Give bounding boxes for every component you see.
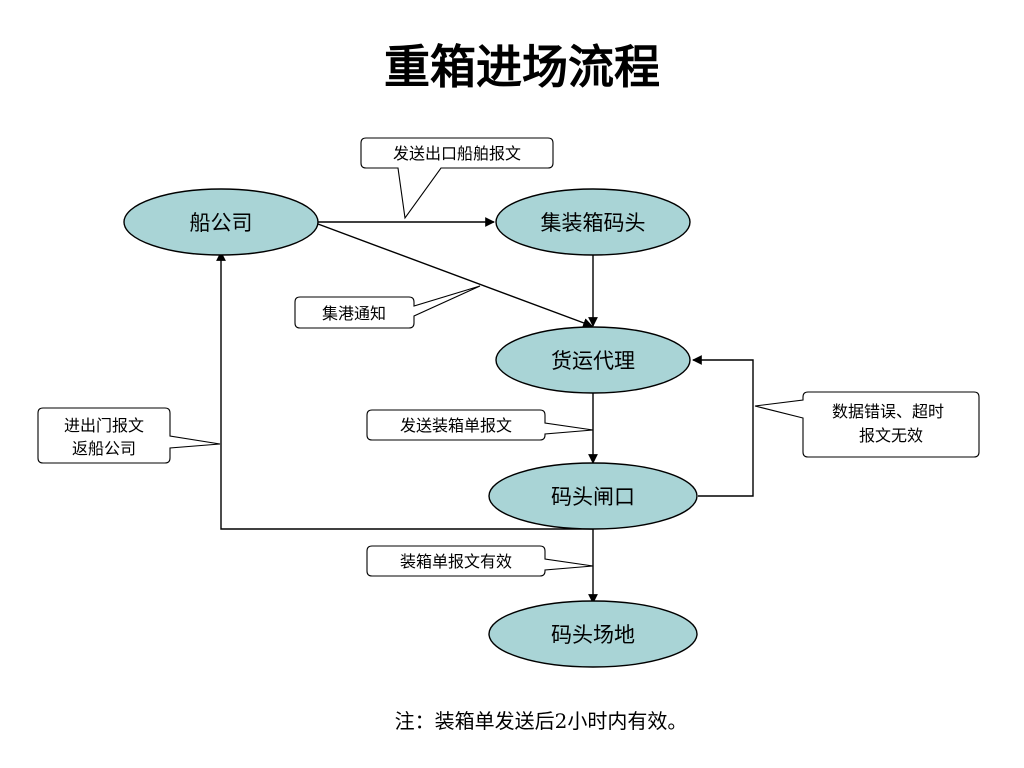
callout-send-packing-list-message: 发送装箱单报文 <box>366 409 594 441</box>
edge-shipping-to-forwarder <box>317 223 593 328</box>
callout-label-line2: 报文无效 <box>859 426 923 445</box>
edge-gate-to-forwarder-feedback <box>692 355 754 497</box>
node-terminal-gate: 码头闸口 <box>488 462 698 530</box>
callout-label: 发送装箱单报文 <box>400 416 512 435</box>
node-label: 码头场地 <box>551 623 635 647</box>
node-container-terminal: 集装箱码头 <box>495 188 691 256</box>
callout-label: 装箱单报文有效 <box>400 552 512 571</box>
callout-error: 数据错误、超时 报文无效 <box>754 391 980 458</box>
node-shipping-company: 船公司 <box>123 188 319 256</box>
callout-label-line2: 返船公司 <box>72 439 136 458</box>
callout-gate-message: 进出门报文 返船公司 <box>37 407 221 464</box>
callout-label-line1: 进出门报文 <box>64 416 144 435</box>
node-label: 码头闸口 <box>551 485 635 509</box>
node-freight-forwarder: 货运代理 <box>495 326 691 394</box>
node-label: 船公司 <box>190 211 253 235</box>
callout-label-line1: 数据错误、超时 <box>832 402 944 421</box>
footnote: 注：装箱单发送后2小时内有效。 <box>395 709 688 733</box>
page-title: 重箱进场流程 <box>384 40 660 94</box>
callout-label: 发送出口船舶报文 <box>393 144 521 163</box>
node-label: 集装箱码头 <box>541 211 646 235</box>
node-terminal-yard: 码头场地 <box>488 600 698 668</box>
callout-port-entry-notice: 集港通知 <box>294 285 481 329</box>
callout-label: 集港通知 <box>322 304 386 323</box>
callout-send-export-vessel-message: 发送出口船舶报文 <box>360 137 554 220</box>
callout-packing-list-valid: 装箱单报文有效 <box>366 545 594 577</box>
edge-gate-to-shipping <box>216 251 593 530</box>
node-label: 货运代理 <box>551 349 635 373</box>
